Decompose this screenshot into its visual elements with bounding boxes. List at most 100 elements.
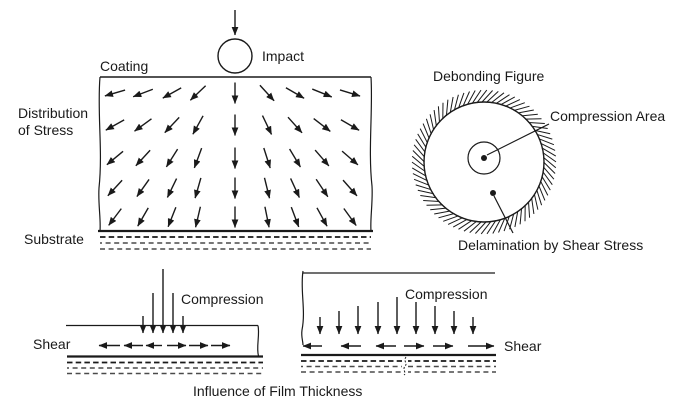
stress-arrow-icon [263, 177, 271, 199]
hatch-tick [475, 221, 487, 234]
stress-arrow-icon [166, 178, 178, 198]
thick-film-compression-label: Compression [405, 286, 487, 302]
distribution-of-stress-label-line2: of Stress [18, 122, 73, 138]
stress-arrow-icon [105, 119, 125, 131]
thin-film-compression-label: Compression [181, 291, 263, 307]
coating-right-edge [369, 76, 373, 232]
hatch-tick [492, 218, 502, 234]
hatch-tick [413, 144, 426, 158]
hatch-tick [417, 133, 427, 149]
hatch-tick [542, 156, 557, 169]
hatch-tick [541, 175, 551, 191]
hatch-tick [452, 218, 468, 228]
stress-arrow-field [104, 82, 361, 228]
hatch-tick [411, 167, 427, 177]
thick-film-compression-arrows [316, 297, 477, 335]
hatch-tick [542, 152, 557, 163]
thin-film-right-edge [257, 325, 260, 357]
hatch-tick [469, 221, 482, 233]
coating-left-edge [98, 76, 102, 232]
stress-arrow-icon [135, 149, 151, 167]
hatch-tick [420, 195, 437, 199]
stress-arrow-icon [339, 89, 361, 97]
debonding-title: Debonding Figure [433, 68, 545, 84]
hatch-tick [417, 189, 434, 195]
stress-arrow-icon [263, 147, 271, 169]
hatch-tick [503, 215, 510, 232]
thin-film-diagram: Compression Shear [33, 269, 263, 375]
hatch-tick [498, 217, 506, 233]
hatch-tick [538, 185, 546, 201]
hatch-tick [462, 91, 470, 107]
hatch-tick [509, 102, 525, 109]
thick-film-diagram: Compression Shear [301, 270, 542, 376]
stress-arrow-icon [289, 178, 301, 198]
stress-arrow-icon [315, 178, 329, 198]
stress-arrow-icon [162, 87, 182, 99]
hatch-tick [471, 89, 482, 104]
substrate-hatch [100, 236, 371, 250]
stress-arrow-icon [194, 177, 202, 199]
stress-arrow-icon [132, 88, 154, 98]
hatch-tick [411, 155, 426, 168]
figure-caption: Influence of Film Thickness [193, 383, 362, 399]
hatch-tick [422, 123, 430, 139]
stress-arrow-icon [288, 148, 302, 168]
hatch-tick [536, 133, 553, 140]
thin-film-compression-arrows [139, 269, 187, 334]
hatch-tick [415, 184, 432, 191]
stress-arrow-icon [316, 207, 328, 227]
coating-label: Coating [100, 58, 148, 74]
stress-arrow-icon [106, 150, 124, 166]
compression-area-leader-line [486, 123, 550, 156]
hatch-tick [517, 109, 534, 114]
stress-arrow-icon [314, 149, 330, 167]
compression-area-label: Compression Area [550, 108, 665, 124]
hatch-tick [412, 173, 428, 182]
hatch-tick [531, 197, 535, 214]
hatch-tick [495, 94, 510, 105]
hatch-tick [411, 161, 426, 172]
hatch-tick [539, 180, 549, 196]
hatch-tick [542, 166, 555, 180]
stress-arrow-icon [343, 208, 357, 226]
hatch-tick [486, 91, 499, 103]
stress-arrow-icon [137, 207, 149, 227]
thick-film-shear-label: Shear [504, 338, 542, 354]
compression-area-circle [467, 141, 501, 175]
hatch-tick [490, 92, 505, 104]
delamination-dot [490, 190, 496, 196]
hatch-tick [412, 150, 425, 163]
hatch-tick [438, 213, 455, 219]
stress-arrow-icon [194, 206, 202, 228]
delamination-label: Delamination by Shear Stress [458, 237, 643, 253]
stress-arrow-icon [285, 87, 305, 99]
hatch-tick [521, 113, 538, 117]
delamination-leader-line [493, 195, 514, 234]
stress-arrow-icon [311, 88, 333, 98]
distribution-of-stress-label-line1: Distribution [18, 105, 88, 121]
hatch-tick [528, 122, 545, 124]
hatch-tick [504, 99, 521, 107]
hatch-tick [434, 210, 451, 215]
hatch-tick [433, 110, 437, 127]
hatch-tick [445, 99, 449, 116]
stress-arrow-icon [341, 150, 359, 166]
hatch-tick [425, 118, 432, 135]
stress-arrow-icon [136, 179, 150, 197]
hatch-tick [413, 178, 430, 186]
hatch-tick [437, 106, 440, 123]
stress-arrow-icon [192, 115, 204, 135]
thin-film-substrate-hatch [67, 361, 263, 375]
thick-film-left-edge [301, 270, 305, 346]
hatch-tick [480, 220, 492, 235]
hatch-tick [443, 215, 459, 222]
debonding-diagram: Debonding Figure Compression Area Delami… [411, 68, 665, 253]
delamination-crack-line [403, 356, 407, 376]
hatch-tick [538, 138, 555, 146]
hatch-tick [531, 125, 548, 129]
stress-arrow-icon [264, 206, 271, 228]
stress-arrow-icon [340, 119, 360, 131]
hatch-tick [500, 96, 516, 106]
